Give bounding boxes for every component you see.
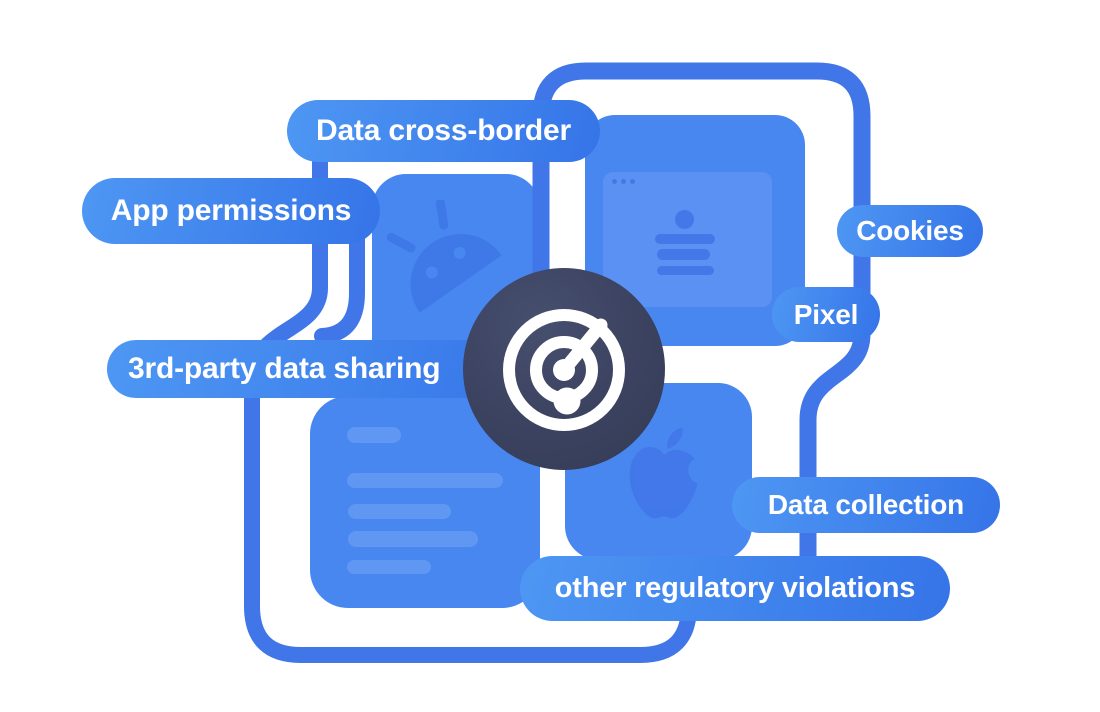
radar-icon	[503, 309, 625, 431]
text-line	[657, 266, 714, 275]
document-lines-icon	[347, 427, 401, 443]
window-dot-icon	[612, 179, 617, 184]
pill-data-cross-border: Data cross-border	[287, 100, 600, 162]
pill-other-regulatory-violations: other regulatory violations	[520, 556, 950, 621]
document-lines-icon	[347, 560, 431, 574]
pill-pixel: Pixel	[772, 287, 880, 342]
document-lines-icon	[348, 531, 478, 547]
apple-icon	[629, 427, 698, 519]
browser-window-icon	[603, 172, 772, 307]
document-lines-icon	[347, 473, 503, 488]
text-line	[657, 249, 710, 260]
android-icon	[386, 200, 502, 313]
window-dot-icon	[621, 179, 626, 184]
text-line	[655, 234, 715, 244]
pill-data-collection: Data collection	[732, 477, 1000, 533]
document-lines-icon	[348, 504, 451, 519]
pill-app-permissions: App permissions	[82, 178, 380, 244]
window-dot-icon	[630, 179, 635, 184]
pill-cookies: Cookies	[837, 205, 983, 257]
avatar	[675, 210, 694, 229]
radar-badge	[463, 268, 665, 470]
web-page-card	[585, 115, 805, 346]
